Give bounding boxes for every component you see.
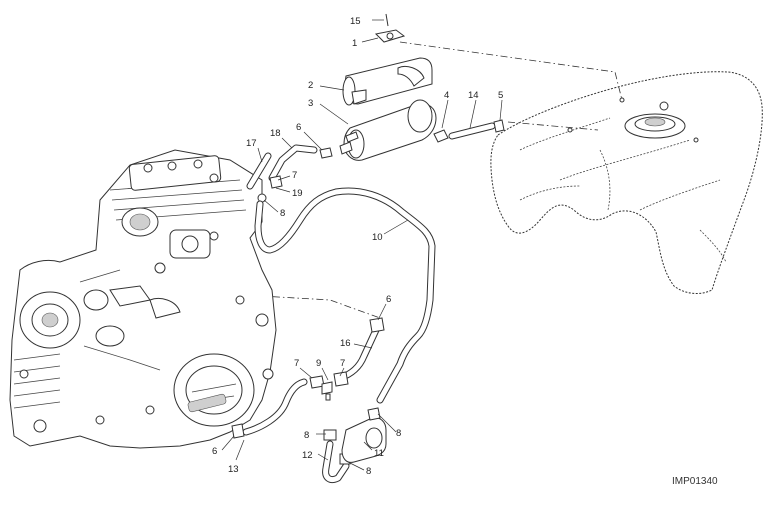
callout-10: 10 bbox=[372, 232, 383, 243]
upper-connectors bbox=[246, 119, 505, 203]
callout-9: 9 bbox=[316, 358, 321, 369]
callout-4: 4 bbox=[444, 90, 449, 101]
callout-16: 16 bbox=[340, 338, 351, 349]
callout-8-valve-bottom: 8 bbox=[366, 466, 371, 477]
callout-8-lower-left: 8 bbox=[304, 430, 309, 441]
callout-8-valve-top: 8 bbox=[396, 428, 401, 439]
callout-7-lower-right: 7 bbox=[340, 358, 345, 369]
fuel-tank bbox=[490, 71, 763, 294]
purge-valve bbox=[341, 407, 387, 463]
callout-2: 2 bbox=[308, 80, 313, 91]
callout-6-lower: 6 bbox=[212, 446, 217, 457]
carbon-canister bbox=[339, 99, 437, 161]
callout-1: 1 bbox=[352, 38, 357, 49]
callout-leaders bbox=[221, 19, 503, 471]
callout-13: 13 bbox=[228, 464, 239, 475]
vent-hose-10 bbox=[254, 187, 436, 404]
callout-8-upper: 8 bbox=[280, 208, 285, 219]
assembly-lines bbox=[243, 41, 623, 319]
callout-12: 12 bbox=[302, 450, 313, 461]
tank-clip bbox=[374, 13, 406, 43]
callout-labels: 15 1 2 3 4 14 5 6 18 17 7 19 8 10 6 16 7… bbox=[212, 16, 503, 477]
callout-6-mid: 6 bbox=[386, 294, 391, 305]
engine-block bbox=[9, 149, 277, 449]
callout-19: 19 bbox=[292, 188, 303, 199]
callout-18: 18 bbox=[270, 128, 281, 139]
callout-15: 15 bbox=[350, 16, 361, 27]
callout-7-lower-left: 7 bbox=[294, 358, 299, 369]
canister-bracket-upper bbox=[342, 57, 433, 106]
callout-6-upper: 6 bbox=[296, 122, 301, 133]
callout-14: 14 bbox=[468, 90, 479, 101]
diagram-reference-code: IMP01340 bbox=[672, 476, 718, 487]
callout-7-upper: 7 bbox=[292, 170, 297, 181]
callout-3: 3 bbox=[308, 98, 313, 109]
callout-11: 11 bbox=[374, 448, 384, 459]
callout-17: 17 bbox=[246, 138, 257, 149]
callout-5: 5 bbox=[498, 90, 503, 101]
